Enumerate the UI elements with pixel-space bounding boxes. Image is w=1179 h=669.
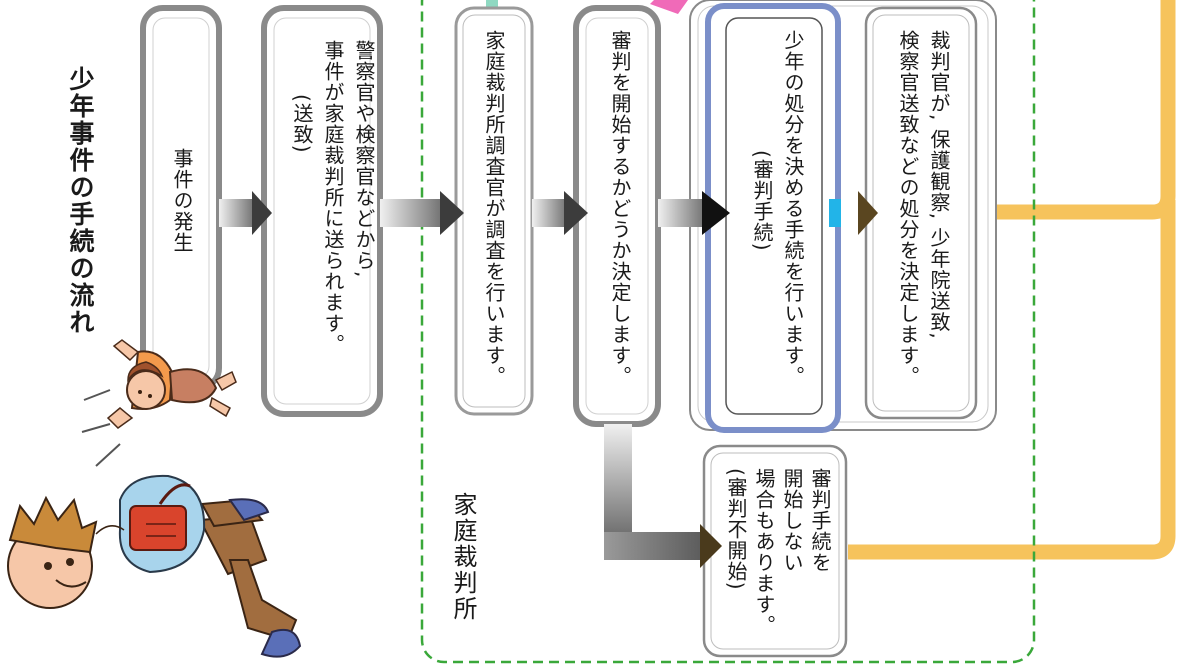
referral-box-inner: [273, 17, 371, 405]
arrow-decision-to-hearing: [658, 191, 730, 235]
referral-line-3: (送致): [290, 94, 314, 154]
no-hearing-text: 審判手続を 開始しない 場合もあります。 (審判不開始): [722, 468, 834, 636]
hearing-text: 少年の処分を決める手続を行います。 (審判手続): [746, 30, 808, 387]
family-court-label: 家庭裁判所: [449, 492, 477, 622]
disposition-line-2: 検察官送致などの処分を決定します。: [896, 30, 920, 387]
investigation-text: 家庭裁判所調査官が調査を行います。: [482, 30, 506, 387]
page-title: 少年事件の手続の流れ: [66, 66, 95, 336]
girl-illustration: [81, 339, 237, 467]
accent-teal-bar: [486, 0, 498, 8]
accent-pink-corner: [650, 0, 688, 14]
hearing-line-2: (審判手続): [750, 150, 774, 252]
decision-text: 審判を開始するかどうか決定します。: [608, 30, 632, 387]
arrow-incident-to-referral: [219, 191, 272, 235]
hearing-line-1: 少年の処分を決める手続を行います。: [781, 30, 805, 387]
hearing-cyan-marker: [829, 199, 841, 227]
arrow-investigation-to-decision: [532, 191, 588, 235]
no-hearing-line-1: 審判手続を: [808, 468, 832, 573]
disposition-text: 裁判官が, 保護観察, 少年院送致, 検察官送致などの処分を決定します。: [892, 30, 954, 387]
family-court-border: [420, 0, 1036, 664]
no-hearing-line-3: 場合もあります。: [752, 468, 776, 636]
referral-text: 警察官や検察官などから, 事件が家庭裁判所に送られます。 (送致): [286, 40, 379, 355]
arrow-decision-to-no-hearing: [604, 424, 722, 568]
referral-line-2: 事件が家庭裁判所に送られます。: [321, 40, 345, 355]
investigation-box-inner: [462, 14, 526, 408]
referral-line-1: 警察官や検察官などから,: [352, 40, 376, 279]
flow-line-lower: [848, 200, 1176, 560]
arrow-referral-to-investigation: [380, 191, 464, 235]
arrow-hearing-to-disposition: [858, 191, 878, 235]
no-hearing-line-4: (審判不開始): [724, 468, 748, 591]
incident-text: 事件の発生: [170, 148, 194, 253]
flow-line-upper: [978, 0, 1176, 220]
disposition-line-1: 裁判官が, 保護観察, 少年院送致,: [927, 30, 951, 340]
decision-box-inner: [585, 17, 649, 415]
boy-illustration: [7, 474, 302, 658]
no-hearing-line-2: 開始しない: [780, 468, 804, 573]
